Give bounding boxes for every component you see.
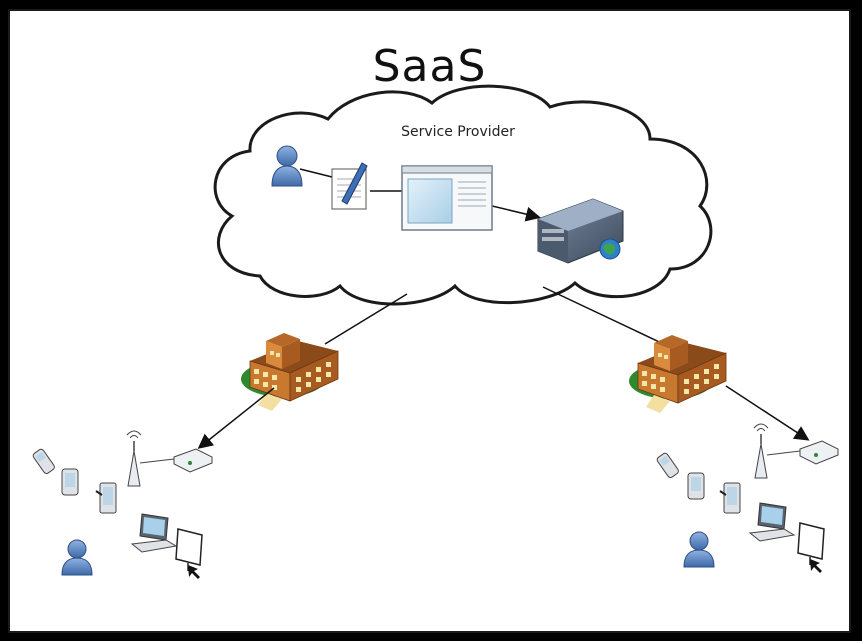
web-server-icon [537,198,624,264]
connector-user-document [299,168,333,178]
connector-app-server [487,204,541,222]
pda-icon [61,468,79,496]
connector-left-building-router [197,387,275,449]
tablet-icon [95,482,117,514]
wireless-router-icon [126,430,213,487]
tablet-icon [719,482,741,514]
pda-icon [687,472,705,500]
touch-screen-icon [175,528,203,579]
connector-cloud-left-building [324,293,408,345]
user-icon [683,531,715,568]
left-client-group [32,430,213,579]
laptop-icon [130,513,178,553]
mobile-phone-icon [656,452,679,478]
mobile-phone-icon [32,448,55,474]
user-icon [61,539,93,576]
connector-right-building-router [725,385,810,441]
user-icon [271,145,303,187]
connector-cloud-right-building [542,286,673,349]
diagram-frame: SaaS Service Provider [8,9,851,633]
application-window-icon [401,165,493,231]
document-edit-icon [331,162,368,210]
office-building-icon [629,335,727,413]
wireless-router-icon [753,423,839,479]
saas-diagram: Service Provider [32,84,839,579]
touch-screen-icon [797,522,825,573]
cloud-label: Service Provider [401,124,515,140]
office-building-icon [241,333,339,411]
right-client-group [656,423,839,573]
diagram-title: SaaS [372,41,487,92]
laptop-icon [748,502,796,542]
